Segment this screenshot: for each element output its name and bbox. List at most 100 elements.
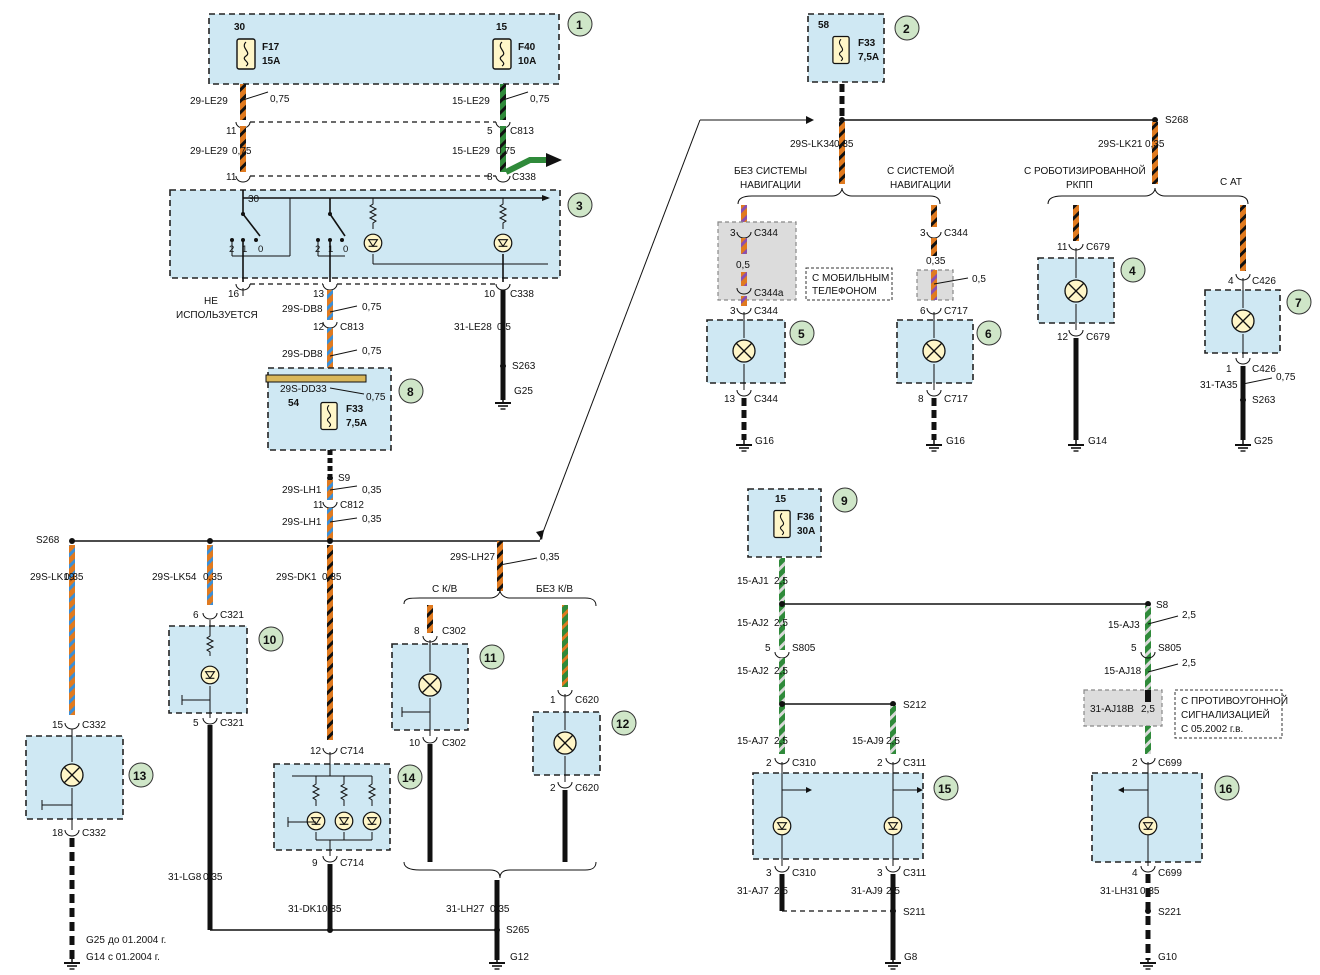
pin-number: 16: [228, 289, 240, 300]
wire-size: 2,5: [1182, 658, 1196, 669]
fuse-f40-rating: 10A: [518, 56, 536, 67]
pin-number: 5: [193, 718, 199, 729]
svg-text:1: 1: [242, 244, 247, 255]
pin-number: 8: [918, 394, 924, 405]
indicator-led-icon: [362, 811, 382, 831]
svg-text:16: 16: [1219, 782, 1233, 796]
wire-label: 29S-LK21: [1098, 139, 1143, 150]
block-3-light-switch: 30 2 1 0 2 1 0: [169, 189, 561, 282]
wire-label: 15-LE29: [452, 96, 490, 107]
wire-size: 0,75: [496, 146, 516, 157]
splice-id: S212: [903, 700, 927, 711]
pin-number: 4: [1132, 868, 1138, 879]
variant-label: НАВИГАЦИИ: [890, 180, 951, 191]
svg-text:7: 7: [1295, 296, 1302, 310]
wire-label: 31-LE28: [454, 322, 492, 333]
badge-4: 4: [1120, 257, 1146, 283]
svg-text:15: 15: [938, 782, 952, 796]
pin-number: 1: [550, 695, 556, 706]
wire-label: 15-LE29: [452, 146, 490, 157]
connector-id: C338: [512, 172, 536, 183]
connector-id: C813: [510, 126, 534, 137]
connector-id: C344: [754, 228, 778, 239]
wire-size: 2,5: [886, 736, 900, 747]
ground-icon: [494, 398, 512, 410]
wire-size: 0,35: [322, 904, 342, 915]
anti-theft-note: [1174, 689, 1283, 739]
pin-number: 2: [1132, 758, 1138, 769]
splice-id: S221: [1158, 907, 1182, 918]
connector-id: C679: [1086, 242, 1110, 253]
lamp-icon: [1231, 309, 1255, 333]
wire-label: 15-AJ18: [1104, 666, 1142, 677]
wire-29-le29: [240, 84, 246, 120]
ground-icon: [735, 440, 753, 452]
ground-id: G10: [1158, 952, 1177, 963]
wire-label: 29S-DB8: [282, 349, 323, 360]
ground-icon: [1139, 958, 1157, 970]
svg-text:15: 15: [775, 494, 787, 505]
svg-text:0,75: 0,75: [366, 392, 386, 403]
wire-size: 0,75: [1276, 372, 1296, 383]
svg-text:0: 0: [258, 244, 263, 255]
wire-size: 0,5: [972, 274, 986, 285]
badge-5: 5: [789, 320, 815, 346]
block-6-lamp: [896, 312, 974, 390]
note-text: с 01.2004 г.: [108, 952, 160, 963]
wire-label: 15-AJ1: [737, 576, 769, 587]
indicator-led-icon: [883, 816, 903, 836]
wire-size: 2,5: [774, 886, 788, 897]
connector-id: C302: [442, 626, 466, 637]
connector-id: C620: [575, 783, 599, 794]
wire-size: 0,35: [362, 514, 382, 525]
svg-text:7,5A: 7,5A: [346, 418, 367, 429]
svg-text:1: 1: [576, 18, 583, 32]
wire-label: 15-AJ2: [737, 618, 769, 629]
connector-id: C717: [944, 306, 968, 317]
indicator-led-icon: [772, 816, 792, 836]
fuse-f36-icon: [773, 509, 791, 539]
fuse-f33-icon: [832, 35, 850, 65]
block-7-lamp: [1204, 278, 1281, 358]
pin-number: 12: [1057, 332, 1069, 343]
connector-id: C426: [1252, 276, 1276, 287]
pin-number: 6: [193, 610, 199, 621]
wire-size: 0,35: [203, 872, 223, 883]
wire-label: 31-TA35: [1200, 380, 1238, 391]
ground-id: G25: [514, 386, 533, 397]
block-16-indicator: [1091, 762, 1203, 866]
svg-text:9: 9: [841, 494, 848, 508]
wire-label: 29S-LK19: [30, 572, 75, 583]
ground-icon: [63, 958, 81, 970]
connector-id: C426: [1252, 364, 1276, 375]
variant-label: С СИСТЕМОЙ: [887, 164, 954, 177]
lamp-icon: [418, 673, 442, 697]
pin-number: 13: [313, 289, 325, 300]
connector-id: C310: [792, 868, 816, 879]
connector-id: C310: [792, 758, 816, 769]
wire-size: 2,5: [774, 736, 788, 747]
note-text: ТЕЛЕФОНОМ: [812, 286, 877, 297]
wire-label: 31-AJ9: [851, 886, 883, 897]
note-text: НЕ: [204, 296, 218, 307]
svg-text:14: 14: [402, 771, 416, 785]
wire-label: 29S-DB8: [282, 304, 323, 315]
block-15-indicators: [752, 762, 924, 866]
connector-id: C332: [82, 720, 106, 731]
pin-number: 15: [52, 720, 64, 731]
svg-text:11: 11: [484, 651, 497, 665]
connector-id: C714: [340, 746, 364, 757]
svg-text:12: 12: [616, 717, 630, 731]
svg-text:10: 10: [263, 633, 277, 647]
connector-id: C620: [575, 695, 599, 706]
pin-number: 11: [1057, 242, 1068, 253]
pin-number: 10: [484, 289, 496, 300]
svg-text:7,5A: 7,5A: [858, 52, 879, 63]
variant-label: С АТ: [1220, 177, 1242, 188]
pin-number: 12: [313, 322, 325, 333]
splice-id: S265: [506, 925, 530, 936]
splice-id: S263: [1252, 395, 1276, 406]
wire-size: 2,5: [886, 886, 900, 897]
ground-icon: [925, 440, 943, 452]
